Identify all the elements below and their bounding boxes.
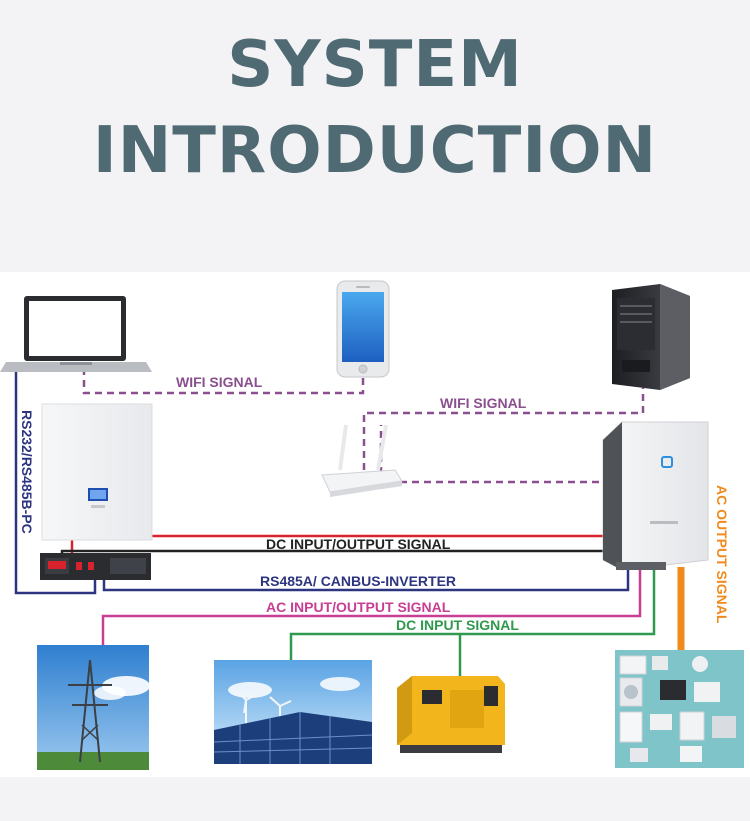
title-line-1: SYSTEM: [227, 28, 523, 102]
ac-output-label: AC OUTPUT SIGNAL: [714, 485, 730, 624]
home-appliances-icon: [615, 650, 744, 768]
dc-input-line: [289, 567, 656, 660]
dc-input-label: DC INPUT SIGNAL: [396, 617, 519, 633]
diesel-generator-icon: [397, 676, 505, 753]
title-line-2: INTRODUCTION: [92, 114, 658, 188]
wifi-label-router-server: WIFI SIGNAL: [440, 395, 527, 411]
rs485a-line: [102, 567, 630, 592]
smartphone-icon: [336, 280, 390, 378]
dc-io-label: DC INPUT/OUTPUT SIGNAL: [266, 536, 451, 552]
ac-io-label: AC INPUT/OUTPUT SIGNAL: [266, 599, 451, 615]
server-tower-icon: [612, 284, 690, 390]
battery-wall-icon: [41, 403, 153, 541]
power-grid-icon: [37, 645, 150, 770]
wifi-router-icon: [321, 424, 403, 497]
solar-wind-icon: [213, 660, 373, 764]
bottom-band: [0, 777, 750, 821]
wifi-label-laptop-phone: WIFI SIGNAL: [176, 374, 263, 390]
wifi-line-laptop-phone: [82, 368, 365, 395]
battery-rack-icon: [40, 553, 151, 580]
rs232-line: [14, 372, 97, 595]
rs232-label: RS232/RS485B-PC: [19, 410, 35, 534]
inverter-icon: [602, 421, 709, 571]
ac-io-line: [101, 567, 642, 645]
wifi-line-router-server: [362, 388, 645, 470]
rs485a-label: RS485A/ CANBUS-INVERTER: [260, 573, 456, 589]
laptop-icon: [0, 296, 152, 372]
page-title: SYSTEM INTRODUCTION: [0, 22, 750, 194]
